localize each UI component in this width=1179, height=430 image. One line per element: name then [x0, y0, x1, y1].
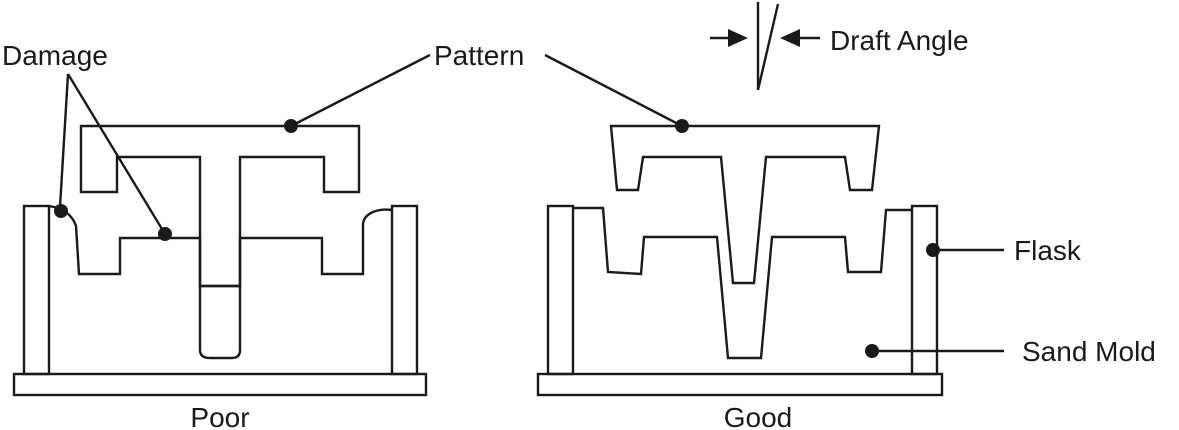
pattern-leader-left — [290, 53, 431, 128]
draft-angle-indicator — [710, 2, 820, 91]
damage-leader-left — [58, 73, 70, 208]
poor-flask-left-wall — [22, 204, 51, 376]
good-flask-right-wall — [910, 204, 939, 376]
good-flask-left-wall — [546, 204, 575, 376]
poor-pattern — [79, 124, 361, 288]
draft-right-arrowhead — [780, 29, 800, 47]
pattern-dot-good — [675, 119, 689, 133]
damage-leader-right — [66, 73, 167, 235]
poor-caption: Poor — [190, 402, 249, 430]
good-pattern — [609, 124, 881, 285]
pattern-dot-poor — [284, 119, 298, 133]
flask-dot — [926, 243, 940, 257]
flask-label: Flask — [1014, 235, 1082, 266]
poor-sand-mold-cavity — [48, 204, 393, 360]
damage-dot-cavity — [158, 227, 172, 241]
good-sand-mold-cavity — [573, 206, 912, 360]
poor-base-plate — [12, 372, 428, 397]
sand-mold-dot — [865, 344, 879, 358]
poor-assembly — [12, 124, 428, 397]
sand-mold-label: Sand Mold — [1022, 336, 1156, 367]
draft-angle-label: Draft Angle — [830, 25, 969, 56]
good-assembly — [536, 124, 944, 397]
pattern-label: Pattern — [434, 40, 524, 71]
draft-left-arrowhead — [728, 29, 748, 47]
pattern-leaders — [284, 53, 689, 133]
sand-mold-leader — [865, 344, 1004, 358]
draft-angled-line — [756, 3, 780, 91]
damage-dot-edge — [54, 204, 68, 218]
damage-label: Damage — [2, 40, 108, 71]
flask-leader — [926, 243, 1004, 257]
damage-leaders — [54, 73, 172, 241]
good-base-plate — [536, 372, 944, 397]
poor-flask-right-wall — [390, 204, 419, 376]
pattern-leader-right — [544, 53, 683, 128]
good-caption: Good — [724, 402, 793, 430]
